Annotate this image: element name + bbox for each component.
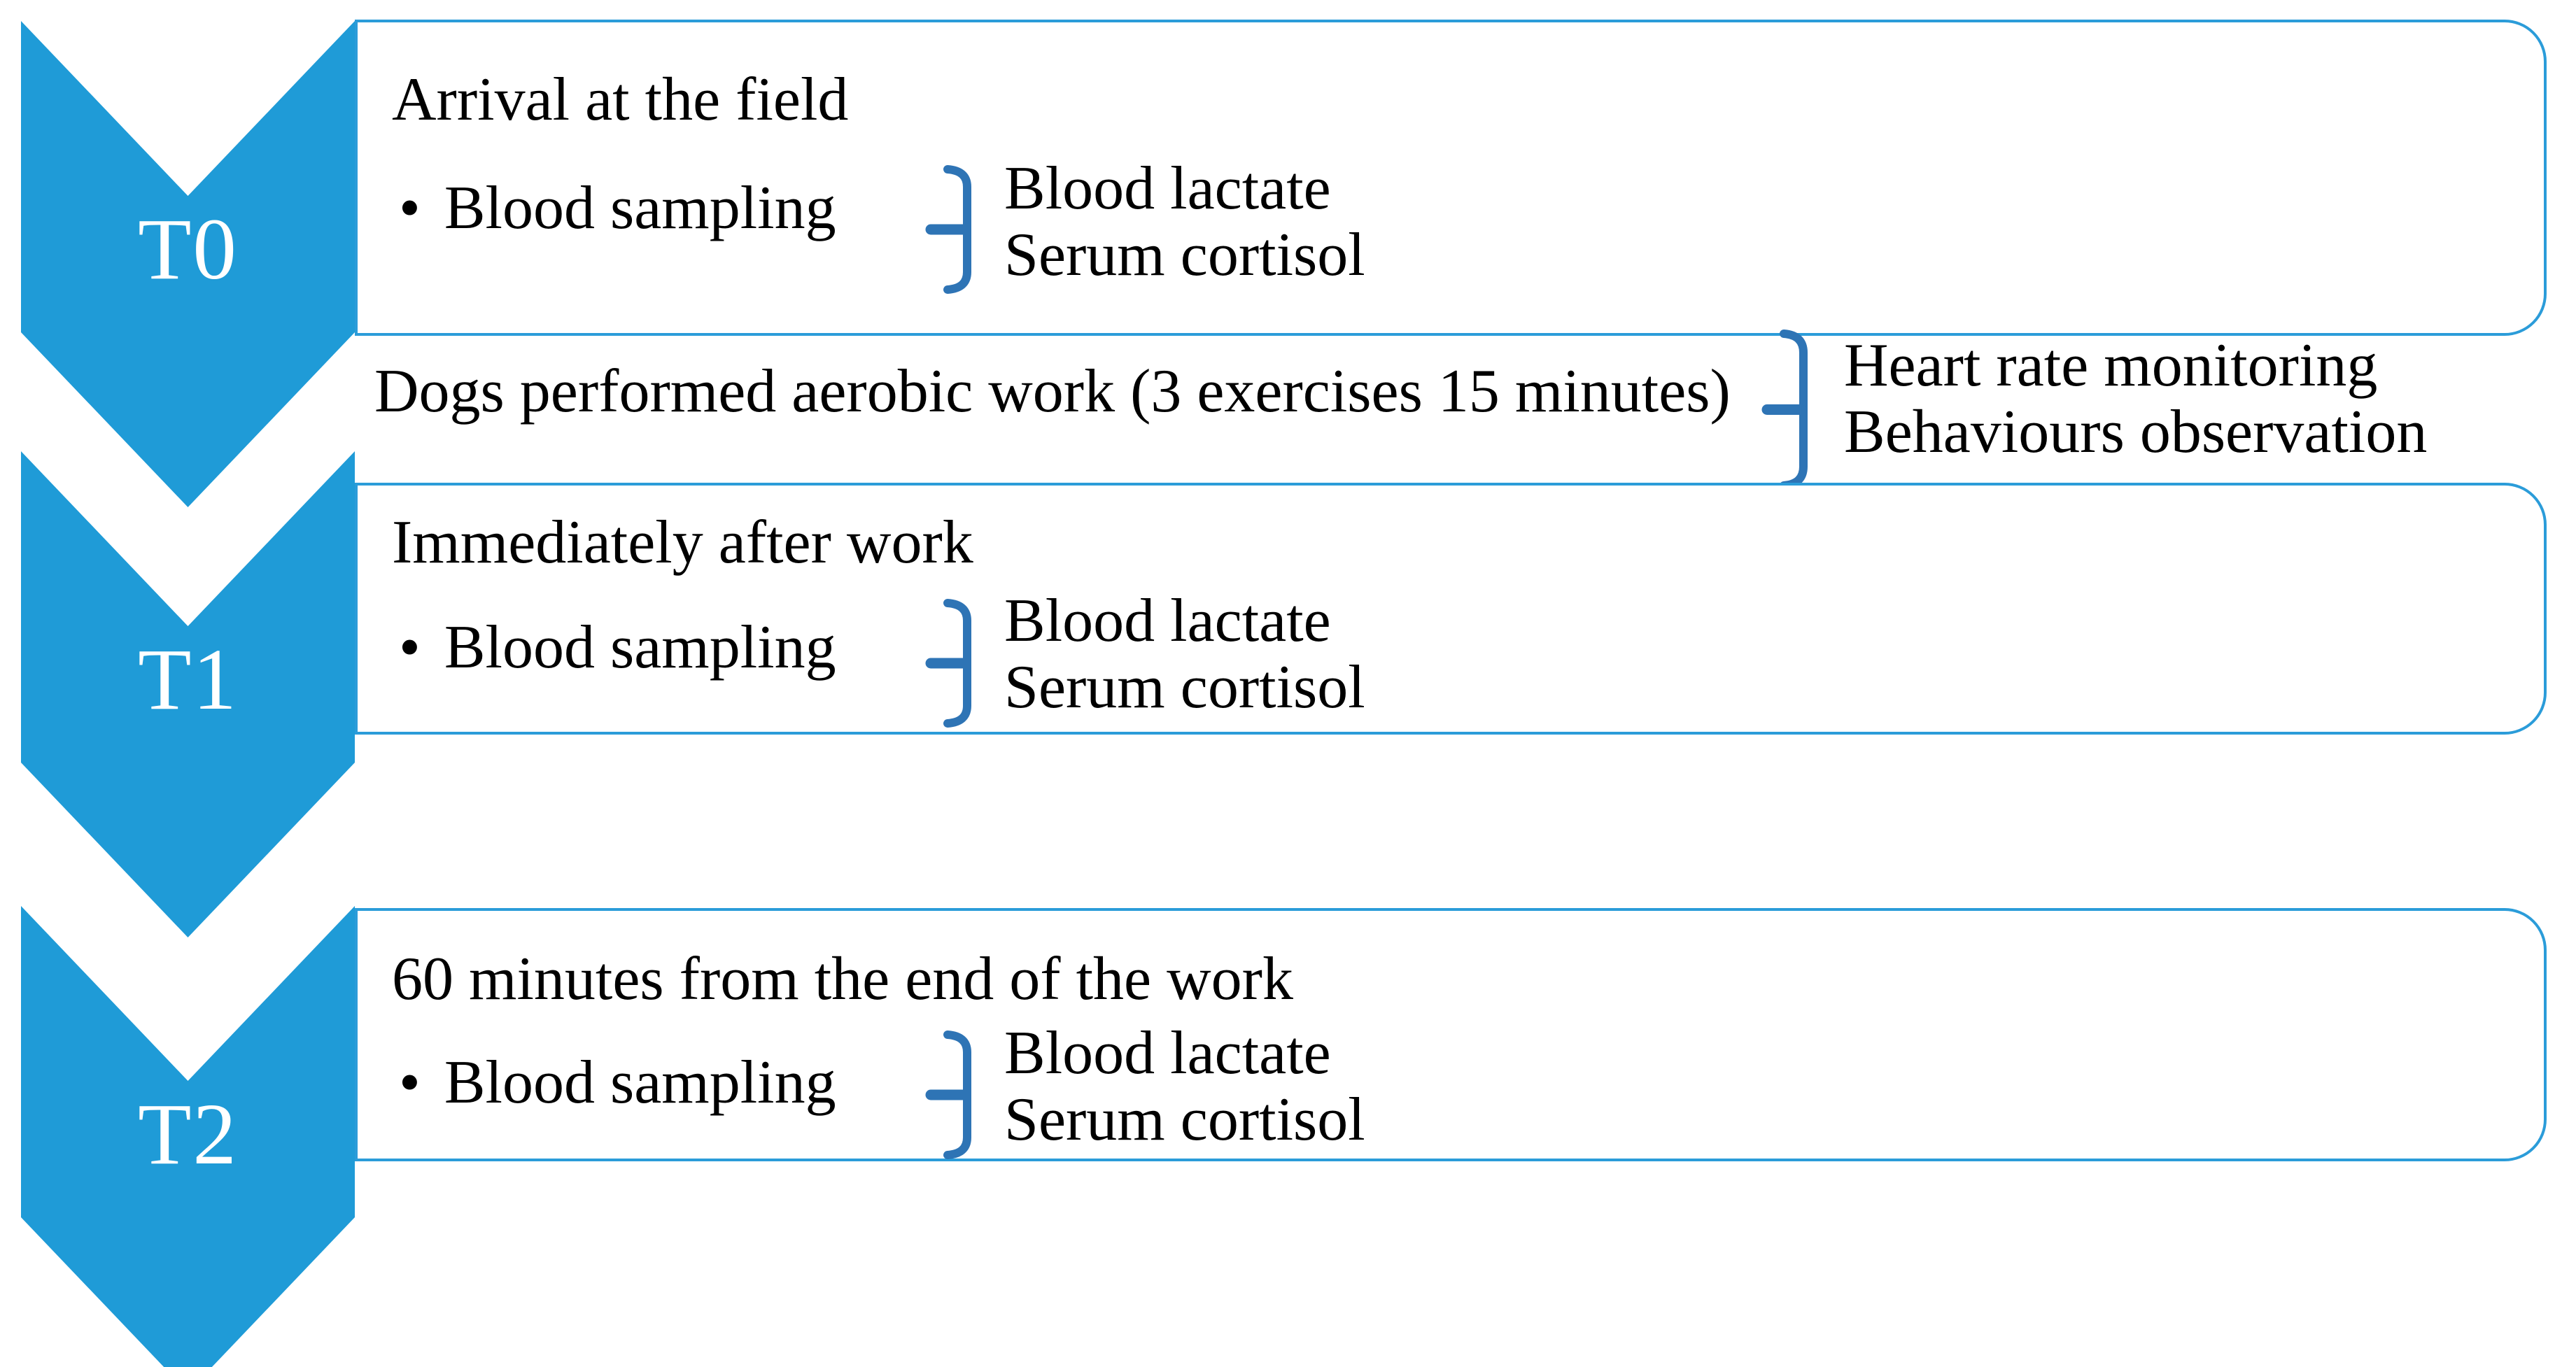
brace-list-t0: Blood lactate Serum cortisol [1004,155,1365,288]
chevron-label-t1: T1 [138,632,238,728]
chevron-t0: T0 [21,21,355,507]
brace-item: Serum cortisol [1004,221,1365,289]
bullet-label-t0: Blood sampling [444,174,836,242]
brace-icon [1760,327,1816,492]
brace-list-work: Heart rate monitoring Behaviours observa… [1844,332,2427,465]
bullet-dot: • [399,1049,421,1117]
brace-item: Blood lactate [1004,155,1331,222]
brace-icon [924,1028,980,1161]
chevron-down-shape [21,906,355,1367]
brace-item: Serum cortisol [1004,653,1365,721]
bullet-dot: • [399,174,421,242]
step-title-t0: Arrival at the field [392,66,849,134]
bullet-row-t2: • Blood sampling [399,1049,836,1116]
step-box-t0 [355,20,2547,336]
brace-list-t2: Blood lactate Serum cortisol [1004,1020,1365,1153]
bullet-label-t2: Blood sampling [444,1049,836,1117]
bullet-dot: • [399,614,421,681]
brace-list-t1: Blood lactate Serum cortisol [1004,588,1365,721]
brace-icon [924,597,980,730]
bullet-row-t1: • Blood sampling [399,614,836,681]
brace-item: Serum cortisol [1004,1086,1365,1154]
chevron-label-t0: T0 [138,201,238,298]
step-box-t1 [355,483,2547,735]
step-box-t2 [355,908,2547,1161]
brace-item: Blood lactate [1004,587,1331,655]
chevron-t2: T2 [21,906,355,1367]
brace-item: Behaviours observation [1844,398,2428,466]
chevron-down-shape [21,21,355,507]
brace-item: Heart rate monitoring [1844,332,2378,399]
chevron-label-t2: T2 [138,1086,238,1183]
bullet-label-t1: Blood sampling [444,614,836,681]
bullet-row-t0: • Blood sampling [399,175,836,241]
chevron-t1: T1 [21,451,355,937]
brace-icon [924,163,980,296]
step-title-t1: Immediately after work [392,509,973,576]
work-description: Dogs performed aerobic work (3 exercises… [374,357,1731,425]
brace-item: Blood lactate [1004,1019,1331,1087]
chevron-down-shape [21,451,355,937]
step-title-t2: 60 minutes from the end of the work [392,945,1293,1013]
